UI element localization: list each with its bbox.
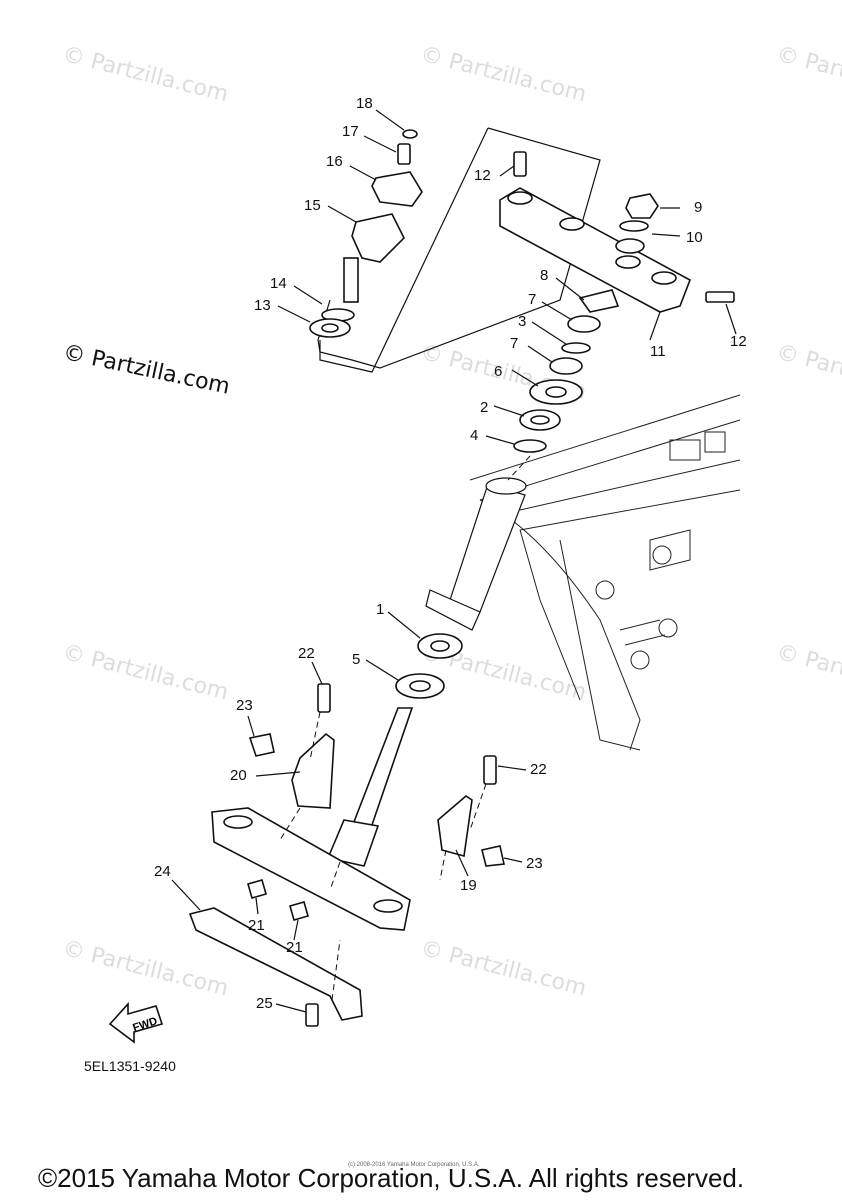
callout-19: 19 bbox=[460, 877, 477, 894]
callout-16: 16 bbox=[326, 153, 343, 170]
small-copyright-notice: (c) 2008-2016 Yamaha Motor Corporation, … bbox=[348, 1162, 480, 1168]
part-12-bolt-right bbox=[705, 291, 735, 303]
footer-copyright: ©2015 Yamaha Motor Corporation, U.S.A. A… bbox=[38, 1163, 745, 1193]
part-24-cover bbox=[188, 907, 363, 1021]
part-21-clip-b bbox=[289, 901, 309, 921]
callout-22-right: 22 bbox=[530, 761, 547, 778]
part-22-bolt-left bbox=[317, 683, 331, 713]
part-7-ring-nut-lower bbox=[549, 357, 583, 375]
callout-6: 6 bbox=[494, 363, 503, 380]
part-12-bolt-top bbox=[513, 151, 527, 177]
frame-drawing bbox=[469, 394, 741, 751]
part-21-clip-a bbox=[247, 879, 267, 899]
part-17-bolt bbox=[397, 143, 411, 165]
callout-13: 13 bbox=[254, 297, 271, 314]
part-13-damper bbox=[309, 318, 351, 338]
callout-4: 4 bbox=[470, 427, 479, 444]
steering-stem-shaft bbox=[326, 707, 414, 867]
part-5-seal bbox=[395, 673, 445, 699]
callout-21-a: 21 bbox=[248, 917, 265, 934]
part-6-bearing-cover bbox=[529, 379, 583, 405]
leader-lines bbox=[171, 109, 737, 1013]
part-11-upper-bracket bbox=[499, 187, 691, 313]
callout-7-lower: 7 bbox=[510, 335, 519, 352]
callout-23-left: 23 bbox=[236, 697, 253, 714]
callout-18: 18 bbox=[356, 95, 373, 112]
part-4-race bbox=[513, 439, 547, 453]
diagram-code: 5EL1351-9240 bbox=[84, 1058, 176, 1074]
callout-25: 25 bbox=[256, 995, 273, 1012]
head-pipe bbox=[425, 477, 527, 631]
callout-14: 14 bbox=[270, 275, 287, 292]
callout-11: 11 bbox=[650, 343, 666, 360]
callout-20: 20 bbox=[230, 767, 247, 784]
part-7-ring-nut bbox=[567, 315, 601, 333]
part-3-washer bbox=[561, 342, 591, 354]
callout-3: 3 bbox=[518, 313, 527, 330]
part-23-clip-left bbox=[248, 733, 275, 757]
callout-21-b: 21 bbox=[286, 939, 303, 956]
part-9-nut bbox=[625, 193, 659, 219]
callout-23-right: 23 bbox=[526, 855, 543, 872]
under-bracket bbox=[211, 807, 411, 931]
part-18-screw bbox=[402, 129, 418, 139]
part-16-handlebar-holder-upper bbox=[371, 171, 423, 207]
callout-17: 17 bbox=[342, 123, 359, 140]
part-22-bolt-right bbox=[483, 755, 497, 785]
callout-8: 8 bbox=[540, 267, 549, 284]
callout-7-upper: 7 bbox=[528, 291, 537, 308]
part-23-clip-right bbox=[481, 845, 505, 867]
part-10-washer bbox=[619, 220, 649, 232]
callout-5: 5 bbox=[352, 651, 361, 668]
callout-12-top: 12 bbox=[474, 167, 491, 184]
callout-2: 2 bbox=[480, 399, 489, 416]
part-8-lock-washer bbox=[578, 289, 620, 313]
alignment-lines bbox=[279, 455, 531, 1001]
part-19-bracket bbox=[437, 794, 473, 858]
part-2-bearing bbox=[519, 409, 561, 431]
part-20-bracket bbox=[291, 732, 335, 809]
part-15-handlebar-holder bbox=[343, 213, 405, 303]
callout-15: 15 bbox=[304, 197, 321, 214]
callout-12-right: 12 bbox=[730, 333, 747, 350]
callout-24: 24 bbox=[154, 863, 171, 880]
callout-1: 1 bbox=[376, 601, 385, 618]
callout-22-left: 22 bbox=[298, 645, 315, 662]
callout-10: 10 bbox=[686, 229, 703, 246]
part-25-screw bbox=[305, 1003, 319, 1027]
part-1-bearing bbox=[417, 633, 463, 659]
callout-9: 9 bbox=[694, 199, 703, 216]
fwd-arrow-icon bbox=[108, 1001, 164, 1044]
